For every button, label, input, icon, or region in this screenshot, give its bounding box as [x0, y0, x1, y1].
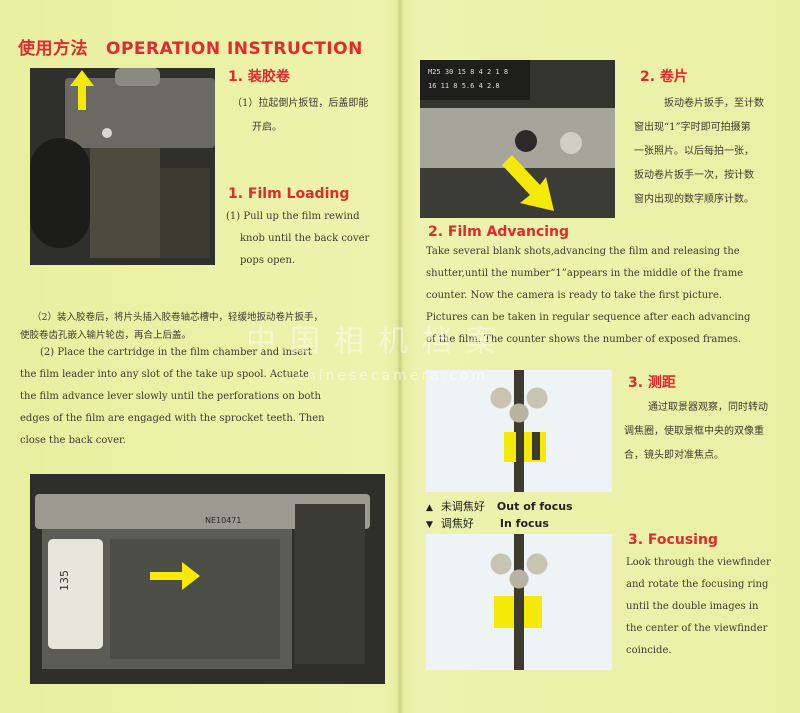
lens-aperture-scale: 16 11 8 5.6 4 2.8	[428, 82, 500, 90]
film-loading-step1-en: (1) Pull up the film rewind knob until t…	[226, 211, 370, 266]
page-fold	[397, 0, 403, 713]
cartridge-label: 135	[58, 570, 71, 591]
film-loading-heading-en: 1. Film Loading	[228, 186, 350, 202]
in-focus-image	[426, 534, 612, 670]
page-title: 使用方法 OPERATION INSTRUCTION	[18, 34, 363, 59]
film-loading-step1-cn: （1）拉起倒片扳钮，后盖即能 开启。	[232, 98, 369, 133]
film-loading-step2-en: (2) Place the cartridge in the film cham…	[20, 347, 325, 446]
arrow-up-icon	[70, 70, 94, 110]
focusing-en: Look through the viewfinder and rotate t…	[626, 557, 771, 656]
page-title-cn: 使用方法	[18, 39, 88, 59]
focusing-heading-en: 3. Focusing	[628, 532, 718, 548]
film-loading-step2-cn: （2）装入胶卷后，将片头插入胶卷轴芯槽中，轻缓地扳动卷片扳手， 使胶卷齿孔嵌入输…	[20, 312, 324, 341]
film-chamber-photo: NE10471 135	[30, 474, 385, 684]
serial-number: NE10471	[205, 516, 242, 525]
lens-distance-scale: M25 30 15 8 4 2 1 8	[428, 68, 509, 76]
out-of-focus-image	[426, 370, 612, 492]
film-advancing-heading-cn: 2. 卷片	[640, 69, 688, 85]
triangle-up-icon: ▲	[426, 503, 433, 513]
page-title-en: OPERATION INSTRUCTION	[106, 39, 363, 59]
focusing-cn: 通过取景器观察，同时转动 调焦圈，使取景框中央的双像重 合，镜头即对准焦点。	[624, 402, 768, 461]
arrow-down-right-icon	[502, 155, 554, 211]
film-advancing-heading-en: 2. Film Advancing	[428, 224, 570, 240]
film-loading-photo	[30, 68, 215, 265]
arrow-right-icon	[150, 562, 200, 590]
film-loading-heading-cn: 1. 装胶卷	[228, 69, 290, 85]
watermark-cn: 中国相机档案	[246, 324, 510, 359]
watermark-en: chinesecamera.com	[296, 368, 489, 384]
film-advancing-en: Take several blank shots,advancing the f…	[426, 246, 751, 345]
triangle-down-icon: ▼	[426, 520, 433, 530]
focusing-heading-cn: 3. 测距	[628, 375, 676, 391]
film-advance-photo: M25 30 15 8 4 2 1 8 16 11 8 5.6 4 2.8	[420, 60, 615, 218]
film-advancing-cn: 扳动卷片扳手，至计数 窗出现“1”字时即可拍摄第 一张照片。以后每拍一张， 扳动…	[634, 98, 764, 205]
